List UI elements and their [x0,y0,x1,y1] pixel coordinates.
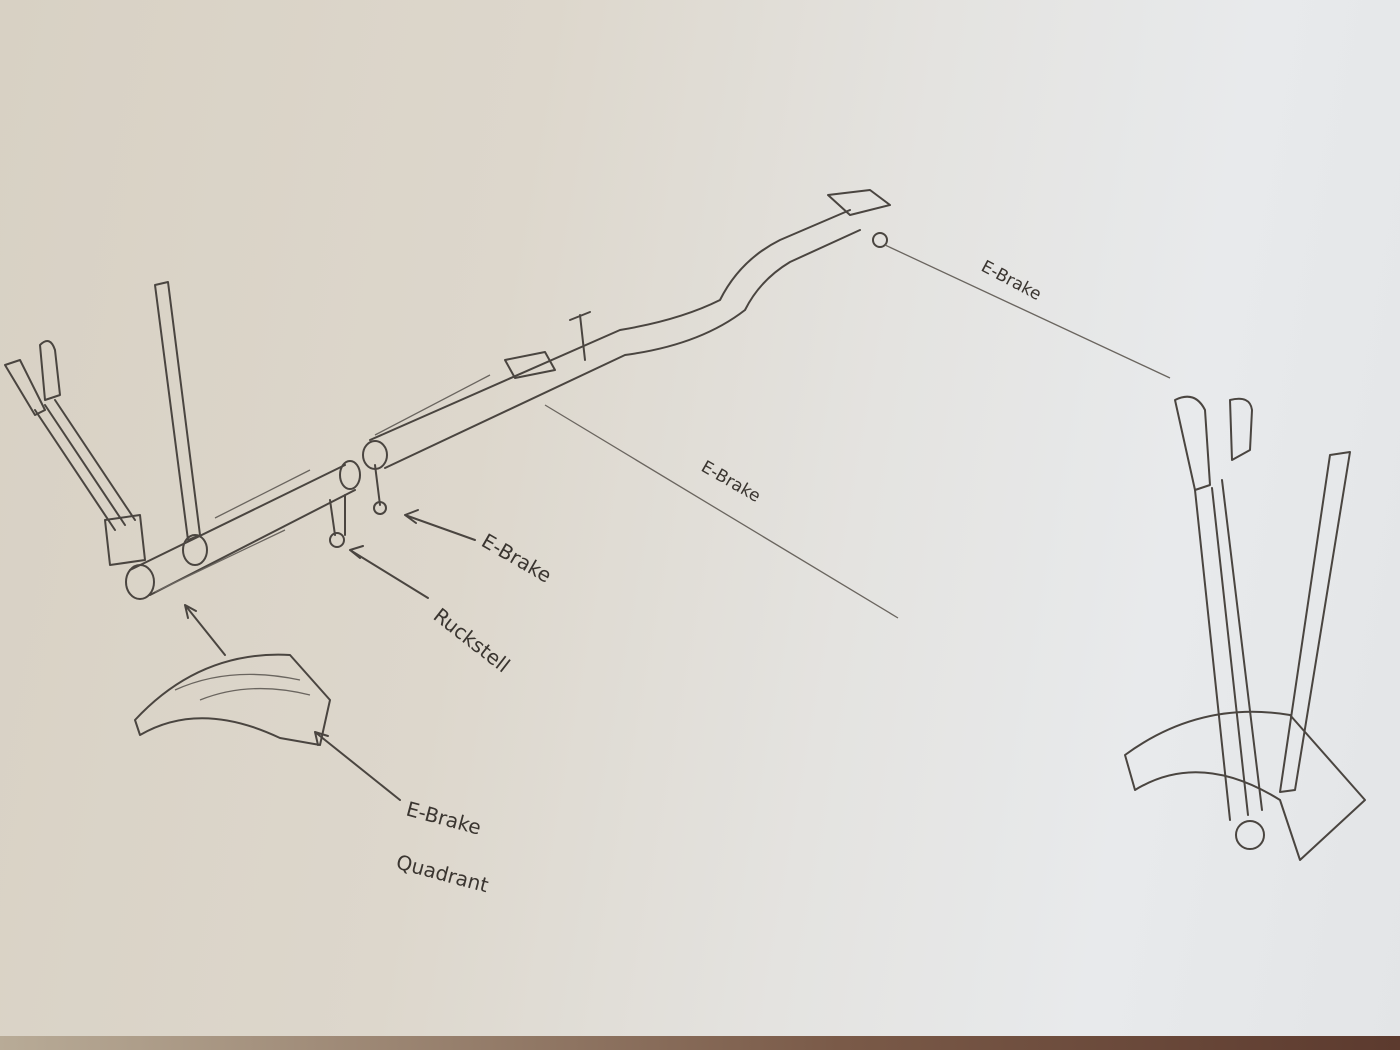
assembled-lever [1124,395,1366,861]
cross-shaft [125,460,361,600]
table-edge [0,1036,1400,1050]
left-lever-pair [4,281,201,566]
ebrake-cable-upper [884,244,1171,379]
label-ruckstell: Ruckstell [429,603,515,677]
ebrake-quadrant-drawing [134,653,331,746]
label-ebrake-cable-lower: E-Brake [698,457,764,507]
label-quadrant-line1: E-Brake [404,797,484,840]
label-ebrake-arm: E-Brake [478,529,556,588]
main-shaft [362,189,891,515]
label-ebrake-cable-upper: E-Brake [978,257,1045,305]
ebrake-cable-lower [544,404,899,619]
label-arrows [184,509,476,801]
label-quadrant-line2: Quadrant [394,850,492,898]
